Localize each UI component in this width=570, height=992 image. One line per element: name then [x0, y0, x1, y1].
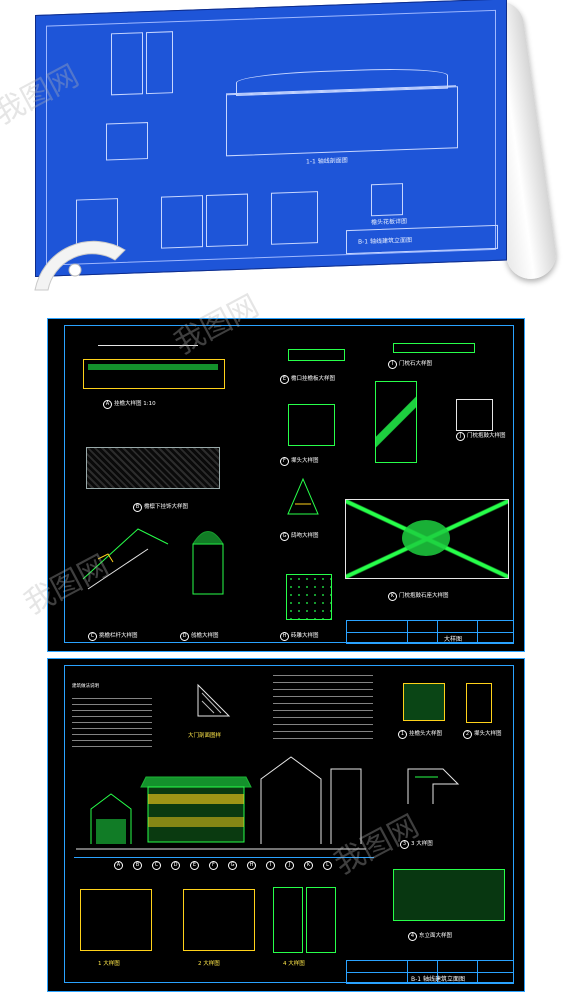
floral-panel	[345, 499, 509, 579]
caption-s2-f: 4 大样图	[283, 961, 305, 967]
grid-label: C	[152, 861, 161, 870]
elevation-drawing	[226, 86, 458, 157]
grid-label: L	[323, 861, 332, 870]
grid-label: D	[171, 861, 180, 870]
grid-label: J	[285, 861, 294, 870]
carved-panel	[375, 381, 417, 463]
notes-text	[72, 693, 152, 749]
title-block-name: 大样图	[444, 636, 463, 643]
blueprint-photo: B-1 轴线建筑立面图 1-1 轴线剖面图 檐头花板详图	[0, 0, 570, 300]
title-block: B-1 轴线建筑立面图	[346, 960, 514, 984]
frame-drawing	[106, 122, 148, 161]
lattice-tile	[286, 574, 332, 620]
finial-drawing	[287, 477, 319, 515]
pattern-panel	[86, 447, 220, 489]
notes-text	[273, 669, 373, 739]
grid-label: F	[209, 861, 218, 870]
door-drawing	[306, 887, 336, 953]
molding-drawing	[288, 349, 345, 361]
blueprint-titleblock-text: B-1 轴线建筑立面图	[358, 236, 413, 246]
bracket-detail	[407, 768, 460, 804]
column-detail	[466, 683, 492, 723]
sheet-border	[64, 325, 514, 643]
door-drawing	[111, 32, 143, 96]
window-drawing	[206, 193, 248, 248]
bracket-drawing	[288, 404, 335, 446]
door-drawing	[183, 889, 255, 951]
railing-drawing	[83, 359, 225, 389]
grid-axis: A B C D E F G H I J K L	[114, 861, 364, 871]
facade-detail	[393, 869, 505, 921]
caption-s2-b: 1 大样图	[98, 961, 120, 967]
detail-drawing	[371, 183, 403, 217]
grid-label: G	[228, 861, 237, 870]
caption-s2-c: 2 大样图	[198, 961, 220, 967]
pillar-drawing	[192, 531, 224, 595]
door-drawing	[80, 889, 152, 951]
title-block-name: B-1 轴线建筑立面图	[411, 976, 466, 983]
elevation-drawing	[76, 756, 366, 850]
door-drawing	[273, 887, 303, 953]
pedestal-drawing	[456, 399, 493, 431]
blueprint-elevation-label: 1-1 轴线剖面图	[306, 157, 348, 166]
window-drawing	[271, 191, 318, 245]
notes-title: 建筑做法说明	[72, 684, 99, 689]
protractor-icon	[34, 240, 126, 291]
grid-label: I	[266, 861, 275, 870]
sheet-border	[64, 665, 514, 983]
eave-drawing	[82, 528, 169, 590]
title-block: 大样图	[346, 620, 514, 644]
blueprint-detail-label: 檐头花板详图	[371, 218, 408, 227]
grid-label: B	[133, 861, 142, 870]
section-drawing	[197, 683, 231, 717]
grid-label: H	[247, 861, 256, 870]
section-title: 大门剖面图样	[188, 733, 222, 739]
grid-label: A	[114, 861, 123, 870]
eave-detail	[403, 683, 445, 721]
grid-label: K	[304, 861, 313, 870]
grid-label: E	[190, 861, 199, 870]
cornice-drawing	[393, 343, 475, 353]
window-drawing	[161, 195, 203, 249]
door-drawing	[146, 31, 173, 95]
